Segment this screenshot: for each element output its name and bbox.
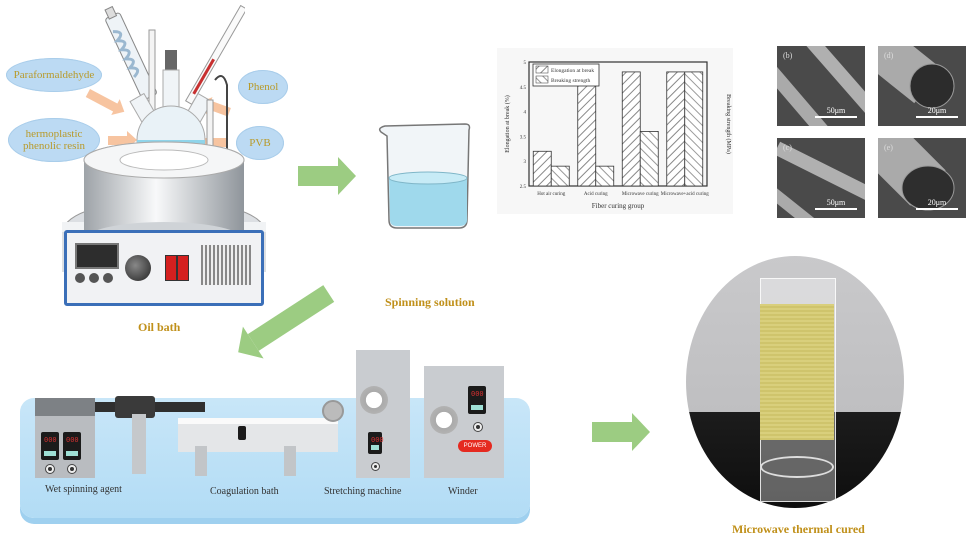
plot-frame — [528, 61, 708, 187]
scale-bar: 20μm — [916, 106, 958, 118]
sem-tag: (e) — [884, 143, 893, 152]
reactant-label: Paraformaldehyde — [13, 69, 95, 81]
digital-display: 000 — [63, 432, 81, 460]
control-knob[interactable] — [473, 422, 483, 432]
sem-tag: (c) — [783, 143, 792, 152]
stretching-machine-label: Stretching machine — [324, 486, 402, 497]
control-knob[interactable] — [371, 462, 380, 471]
reactant-cloud-resin: hermoplastic phenolic resin — [8, 118, 100, 162]
y-axis-right-label: Breaking strength (MPa) — [725, 94, 732, 154]
digital-display — [238, 426, 246, 440]
reactant-label: PVB — [249, 137, 271, 149]
winder-roller[interactable] — [430, 406, 458, 434]
x-tick-label: Acid curing — [584, 192, 608, 197]
x-tick-label: Microwave+acid curing — [661, 192, 709, 197]
heater-button[interactable] — [75, 273, 85, 283]
legend-swatch — [535, 75, 549, 84]
syringe-barrel — [115, 396, 155, 418]
x-axis-label: Fiber curing group — [592, 202, 645, 210]
y-tick-label: 4.5 — [520, 86, 527, 91]
arrow-icon — [108, 131, 137, 149]
fiber-icon — [777, 141, 865, 218]
digital-display: 000 — [468, 386, 486, 414]
y-tick-label: 3.5 — [520, 135, 527, 140]
sem-image: (d) 20μm — [878, 46, 966, 126]
sem-image: (b) 50μm — [777, 46, 865, 126]
legend-label: Breaking strength — [551, 78, 591, 84]
bar-strength — [639, 131, 659, 187]
process-arrow-icon — [298, 157, 356, 195]
legend-swatch — [535, 65, 549, 74]
reactant-label: hermoplastic phenolic resin — [22, 128, 85, 152]
stretch-roller[interactable] — [360, 386, 388, 414]
bar-elongation — [621, 71, 641, 187]
heater-button[interactable] — [103, 273, 113, 283]
x-tick-label: Hot air curing — [537, 192, 566, 197]
y-tick-label: 2.5 — [520, 185, 527, 190]
bar-strength — [595, 165, 615, 187]
pump-head — [35, 398, 95, 416]
winder-unit: 000 POWER — [424, 366, 504, 478]
bath-leg — [284, 446, 296, 476]
sem-image: (e) 20μm — [878, 138, 966, 218]
tube-rim — [760, 456, 834, 478]
stretching-machine-unit: 000 — [356, 350, 410, 478]
spinning-solution-label: Spinning solution — [385, 295, 475, 309]
digital-display: 000 — [41, 432, 59, 460]
bar-strength — [550, 165, 570, 187]
scale-bar: 50μm — [815, 106, 857, 118]
wet-spinning-unit: 000 000 — [35, 398, 95, 478]
reactant-label: Phenol — [247, 81, 279, 93]
power-switch[interactable] — [165, 255, 177, 281]
reactant-cloud-pvb: PVB — [236, 126, 284, 160]
fiber-icon — [777, 46, 865, 126]
winder-label: Winder — [448, 486, 478, 497]
sem-image: (c) 50μm — [777, 138, 865, 218]
support-column — [132, 414, 146, 474]
y-tick-label: 4 — [524, 111, 527, 116]
digital-display: 000 — [368, 432, 384, 454]
spinning-line-platform: 000 000 000 000 POWER Wet spinning agent… — [20, 350, 530, 518]
control-knob[interactable] — [45, 464, 55, 474]
fiber-cross-section-icon — [878, 46, 955, 109]
wet-spinning-agent-label: Wet spinning agent — [45, 484, 122, 495]
legend-label: Elongation at break — [551, 68, 594, 74]
fiber-winding — [760, 304, 834, 440]
scale-bar: 50μm — [815, 198, 857, 210]
control-knob[interactable] — [67, 464, 77, 474]
x-tick-label: Microwave curing — [622, 192, 659, 197]
heater-display — [75, 243, 119, 269]
bar-elongation — [532, 150, 552, 187]
microwave-cured-label: Microwave thermal cured — [732, 522, 865, 536]
chart-svg: 2.5 3 3.5 4 4.5 5 Hot air curing Acid curing Mi… — [504, 61, 732, 210]
beaker-icon — [378, 123, 471, 229]
fiber-properties-chart: 2.5 3 3.5 4 4.5 5 Hot air curing Acid curing Mi… — [497, 48, 733, 214]
heater-button[interactable] — [89, 273, 99, 283]
power-switch[interactable] — [177, 255, 189, 281]
chart-legend: Elongation at break Breaking strength — [532, 63, 600, 87]
y-tick-label: 5 — [524, 61, 527, 66]
scale-bar: 20μm — [916, 198, 958, 210]
bath-leg — [195, 446, 207, 476]
sem-tag: (b) — [783, 51, 793, 60]
heater-control-panel — [64, 230, 264, 306]
bar-strength — [684, 71, 704, 187]
y-axis-label: Elongation at break (%) — [504, 95, 511, 152]
temperature-knob[interactable] — [125, 255, 151, 281]
coagulation-bath-label: Coagulation bath — [210, 486, 279, 497]
oil-bath-label: Oil bath — [138, 320, 181, 334]
reactant-cloud-phenol: Phenol — [238, 70, 288, 104]
y-tick-label: 3 — [524, 160, 527, 165]
sem-tag: (d) — [884, 51, 894, 60]
guide-roller — [322, 400, 344, 422]
power-button[interactable]: POWER — [458, 440, 492, 452]
reactant-cloud-paraformaldehyde: Paraformaldehyde — [6, 58, 102, 92]
fiber-cross-section-icon — [878, 138, 955, 211]
bar-elongation — [577, 81, 597, 187]
vent-grille — [201, 245, 251, 285]
process-arrow-icon — [592, 413, 650, 451]
cured-tube-photo — [686, 256, 904, 508]
bar-elongation — [666, 71, 686, 187]
